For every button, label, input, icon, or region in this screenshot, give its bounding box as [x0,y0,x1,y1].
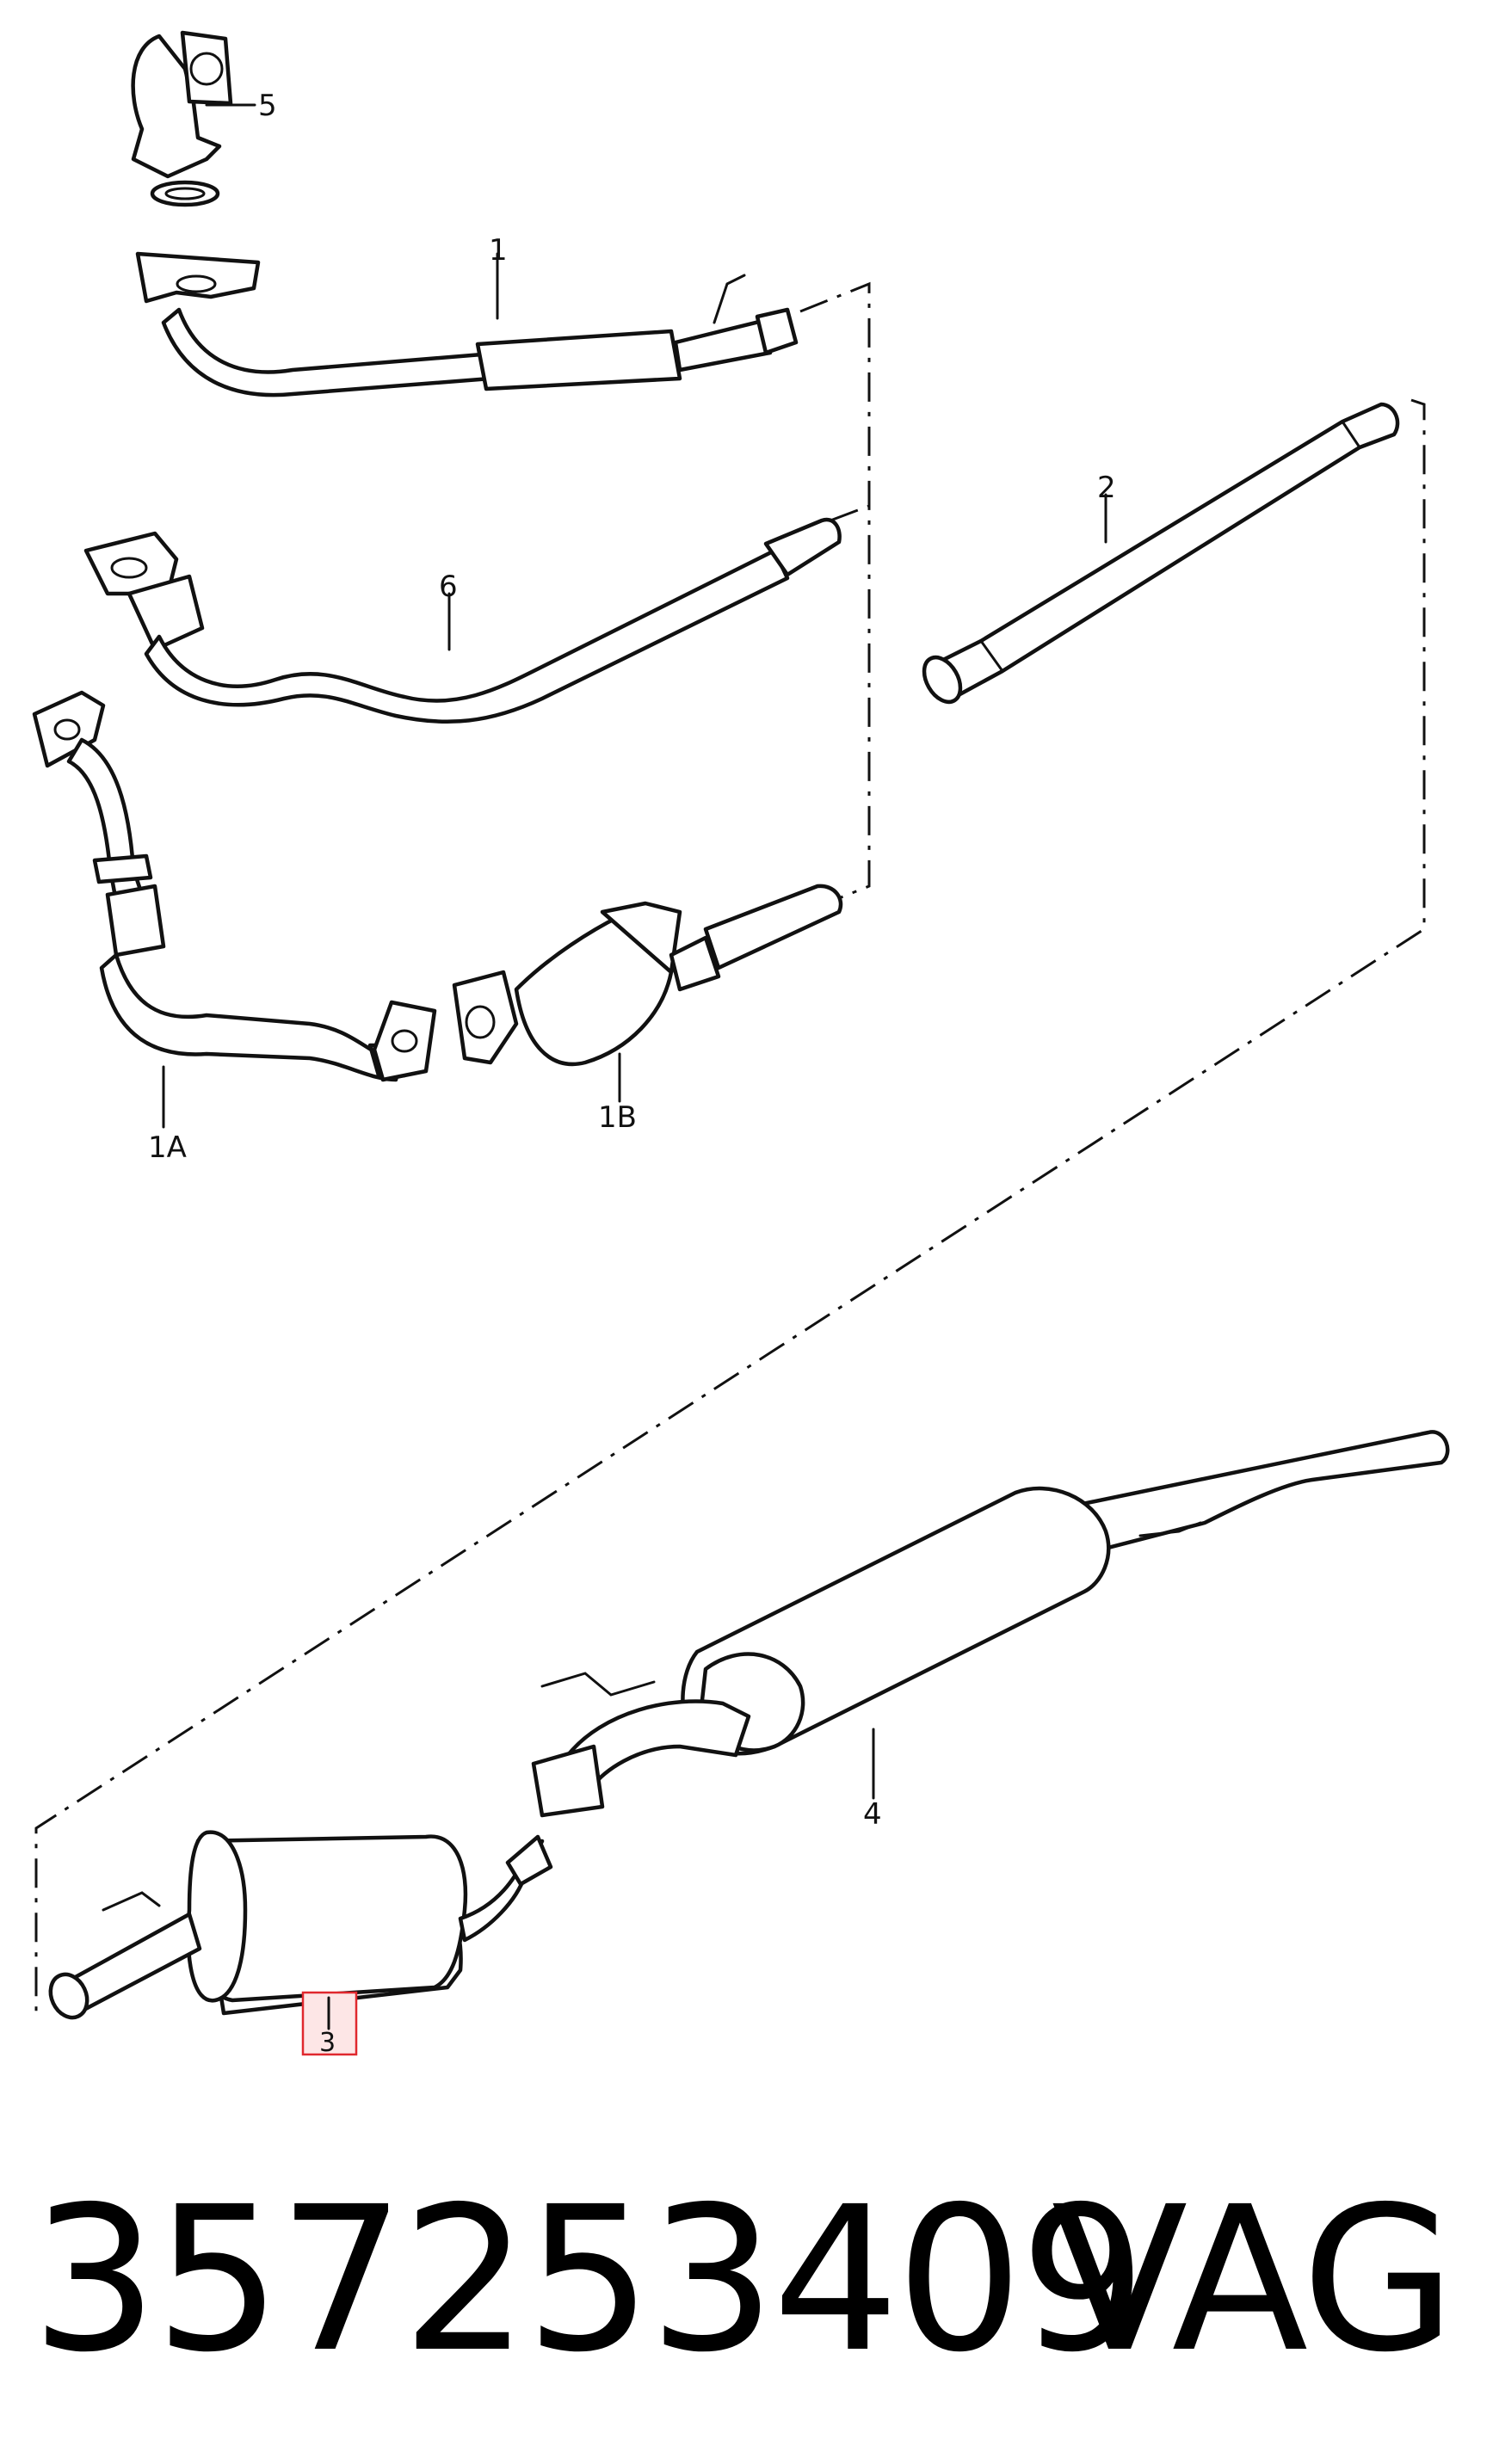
callout-1: 1 [489,233,508,268]
part-number: 357253409 [31,2164,1146,2396]
part-4-rear-silencer [531,1430,1450,1818]
callout-1b: 1B [598,1100,637,1135]
callout-6: 6 [439,570,458,604]
part-1b-catalytic-converter [452,884,843,1103]
part-6-front-pipe [83,517,842,724]
assembly-guide-lines [34,281,1426,2017]
callout-2: 2 [1097,471,1116,505]
callout-4: 4 [863,1797,882,1832]
callout-1a: 1A [148,1130,187,1165]
part-1-front-pipe [135,251,799,397]
part-2-intermediate-pipe [922,402,1400,705]
callouts: 5 1 6 2 1A 1B 4 3 [148,89,1116,2058]
part-3-silencer [48,1830,553,2041]
callout-3: 3 [319,2028,336,2058]
part-1a-front-pipe [32,690,437,1129]
part-footer: 357253409 VAG [31,2151,1477,2409]
callout-5: 5 [258,89,277,123]
brand-name: VAG [1051,2164,1456,2396]
part-5-manifold-elbow [131,30,256,207]
